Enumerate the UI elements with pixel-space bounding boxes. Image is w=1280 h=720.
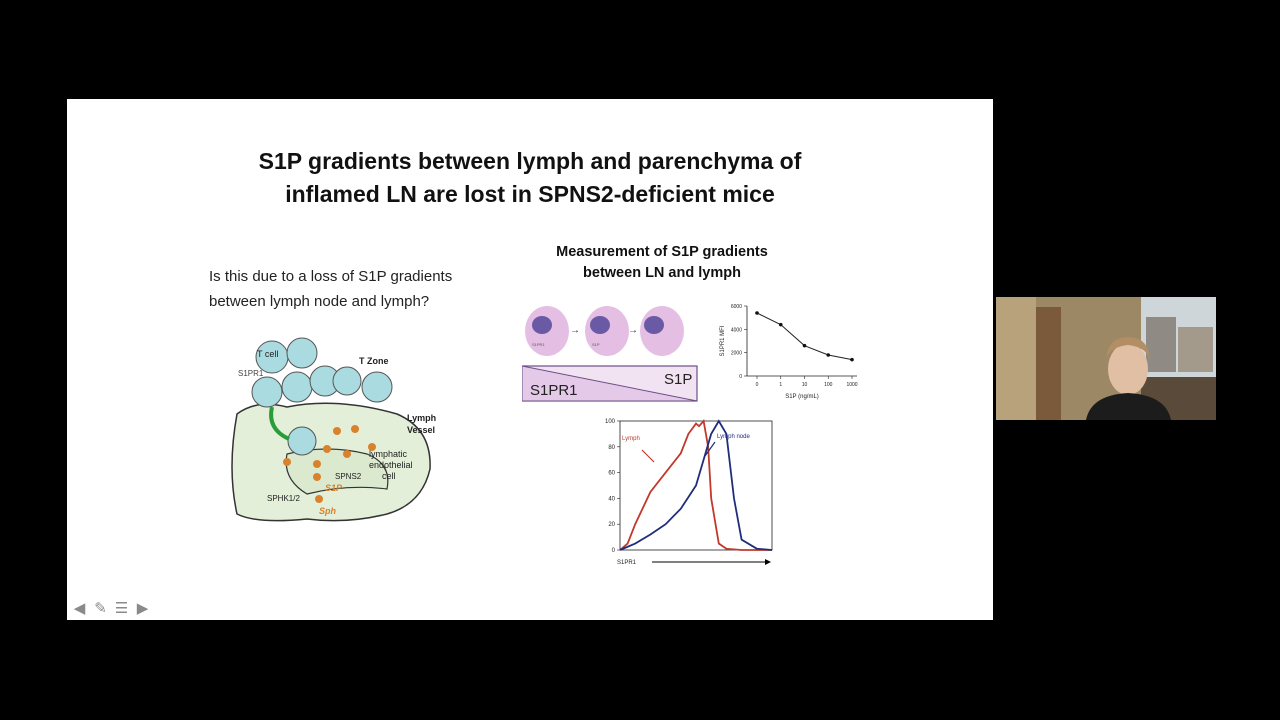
y-tick-label: 6000 xyxy=(731,304,742,310)
x-axis-label: S1P (ng/mL) xyxy=(785,394,819,400)
s1pr1-gradient-label: S1PR1 xyxy=(530,382,578,399)
s1p-gradient-label: S1P xyxy=(664,371,692,388)
histogram-x-label: S1PR1 xyxy=(617,560,637,566)
legend-lymph: Lymph xyxy=(622,436,640,442)
y-tick-label: 0 xyxy=(612,548,616,554)
lec-label-2: endothelial xyxy=(369,460,413,470)
green-arrow xyxy=(269,406,290,441)
title-line-1: S1P gradients between lymph and parenchy… xyxy=(258,148,802,174)
x-tick-label: 100 xyxy=(824,382,833,388)
data-point xyxy=(802,343,807,348)
title-line-2: inflamed LN are lost in SPNS2-deficient … xyxy=(285,181,775,207)
nucleus-2 xyxy=(590,316,610,334)
svg-text:→: → xyxy=(570,325,580,336)
x-tick-label: 1000 xyxy=(846,382,857,388)
data-point xyxy=(755,311,759,315)
lymph-vessel-label-2: Vessel xyxy=(407,425,435,435)
lymph-histogram xyxy=(619,419,772,551)
speaker-shirt xyxy=(1086,393,1171,420)
endothelial-cell-shape xyxy=(285,448,389,495)
mfi-line xyxy=(756,312,853,361)
s1pr1-label: S1PR1 xyxy=(238,369,264,378)
intensity-arrowhead xyxy=(765,559,771,565)
webcam-image xyxy=(996,297,1216,420)
cell-label-1: S1PR1 xyxy=(532,342,545,347)
menu-icon[interactable]: ☰ xyxy=(114,600,129,617)
lymph-vessel-label: Lymph xyxy=(407,413,436,423)
t-cell-circle xyxy=(361,371,393,403)
node-arrow xyxy=(704,441,716,457)
y-tick-label: 80 xyxy=(608,445,615,451)
t-cell-label: T cell xyxy=(257,349,278,359)
measurement-title-line-2: between LN and lymph xyxy=(583,265,741,281)
histogram-frame xyxy=(619,420,773,551)
question-text: Is this due to a loss of S1P gradients b… xyxy=(209,264,509,314)
spns2-label: SPNS2 xyxy=(335,472,362,481)
slide-title: S1P gradients between lymph and parenchy… xyxy=(67,145,993,211)
t-cell-circle xyxy=(286,337,318,369)
legend-lymph-node: Lymph node xyxy=(717,434,750,440)
sphk-label: SPHK1/2 xyxy=(267,494,300,503)
nucleus-3 xyxy=(644,316,664,334)
data-point xyxy=(778,322,783,327)
s1p-label: S1P xyxy=(325,483,343,493)
slide: S1P gradients between lymph and parenchy… xyxy=(67,99,993,620)
speaker-face xyxy=(1108,343,1148,395)
t-zone-label: T Zone xyxy=(359,356,389,366)
x-tick-label: 1 xyxy=(779,382,782,388)
question-line-2: between lymph node and lymph? xyxy=(209,293,430,310)
y-tick-label: 4000 xyxy=(731,327,742,333)
gradient-schematic: → → S1PR1 S1P S1PR1 S1P xyxy=(522,306,698,402)
y-axis-label: S1PR1 MFI xyxy=(720,325,726,356)
t-cell-circle xyxy=(281,371,313,403)
s1pr1-mfi-chart: 0 2000 4000 6000 0 1 10 100 1000 S1P (ng/mL) S1P… xyxy=(720,304,858,400)
lec-label-1: lymphatic xyxy=(369,449,408,459)
y-tick-label: 40 xyxy=(608,496,615,502)
lec-label-3: cell xyxy=(382,471,396,481)
y-tick-label: 2000 xyxy=(731,351,742,357)
nucleus-1 xyxy=(532,316,552,334)
sph-label: Sph xyxy=(319,506,337,516)
gradient-wedge xyxy=(522,365,698,402)
x-tick-label: 10 xyxy=(802,382,808,388)
t-cell-circle xyxy=(251,376,283,408)
cell-label-2: S1P xyxy=(592,342,600,347)
pen-icon[interactable]: ✎ xyxy=(94,600,107,617)
lymph-node-diagram: T cell T Zone S1PR1 Lymph Vessel lymphat… xyxy=(231,337,436,522)
t-cell-circle xyxy=(332,366,362,396)
question-line-1: Is this due to a loss of S1P gradients xyxy=(209,268,453,285)
y-tick-label: 20 xyxy=(608,522,615,528)
y-tick-label: 60 xyxy=(608,471,615,477)
data-point xyxy=(826,353,831,357)
measurement-title-line-1: Measurement of S1P gradients xyxy=(556,244,768,260)
y-tick-label: 0 xyxy=(739,374,742,380)
t-cell-circle xyxy=(287,426,317,456)
x-tick-label: 0 xyxy=(756,382,759,388)
presentation-controls: ◀ ✎ ☰ ▶ xyxy=(71,601,151,616)
y-tick-label: 100 xyxy=(605,419,616,425)
svg-text:→: → xyxy=(628,325,638,336)
data-point xyxy=(850,357,854,362)
s1pr1-histogram: 0 20 40 60 80 100 Lymph Lymph node S1PR1 xyxy=(605,419,773,566)
webcam-feed xyxy=(996,297,1216,420)
next-arrow-icon[interactable]: ▶ xyxy=(136,600,149,617)
measurement-title: Measurement of S1P gradients between LN … xyxy=(537,242,787,284)
lymph-arrow xyxy=(641,449,655,463)
lymph-node-histogram xyxy=(619,419,773,551)
prev-arrow-icon[interactable]: ◀ xyxy=(73,600,86,617)
